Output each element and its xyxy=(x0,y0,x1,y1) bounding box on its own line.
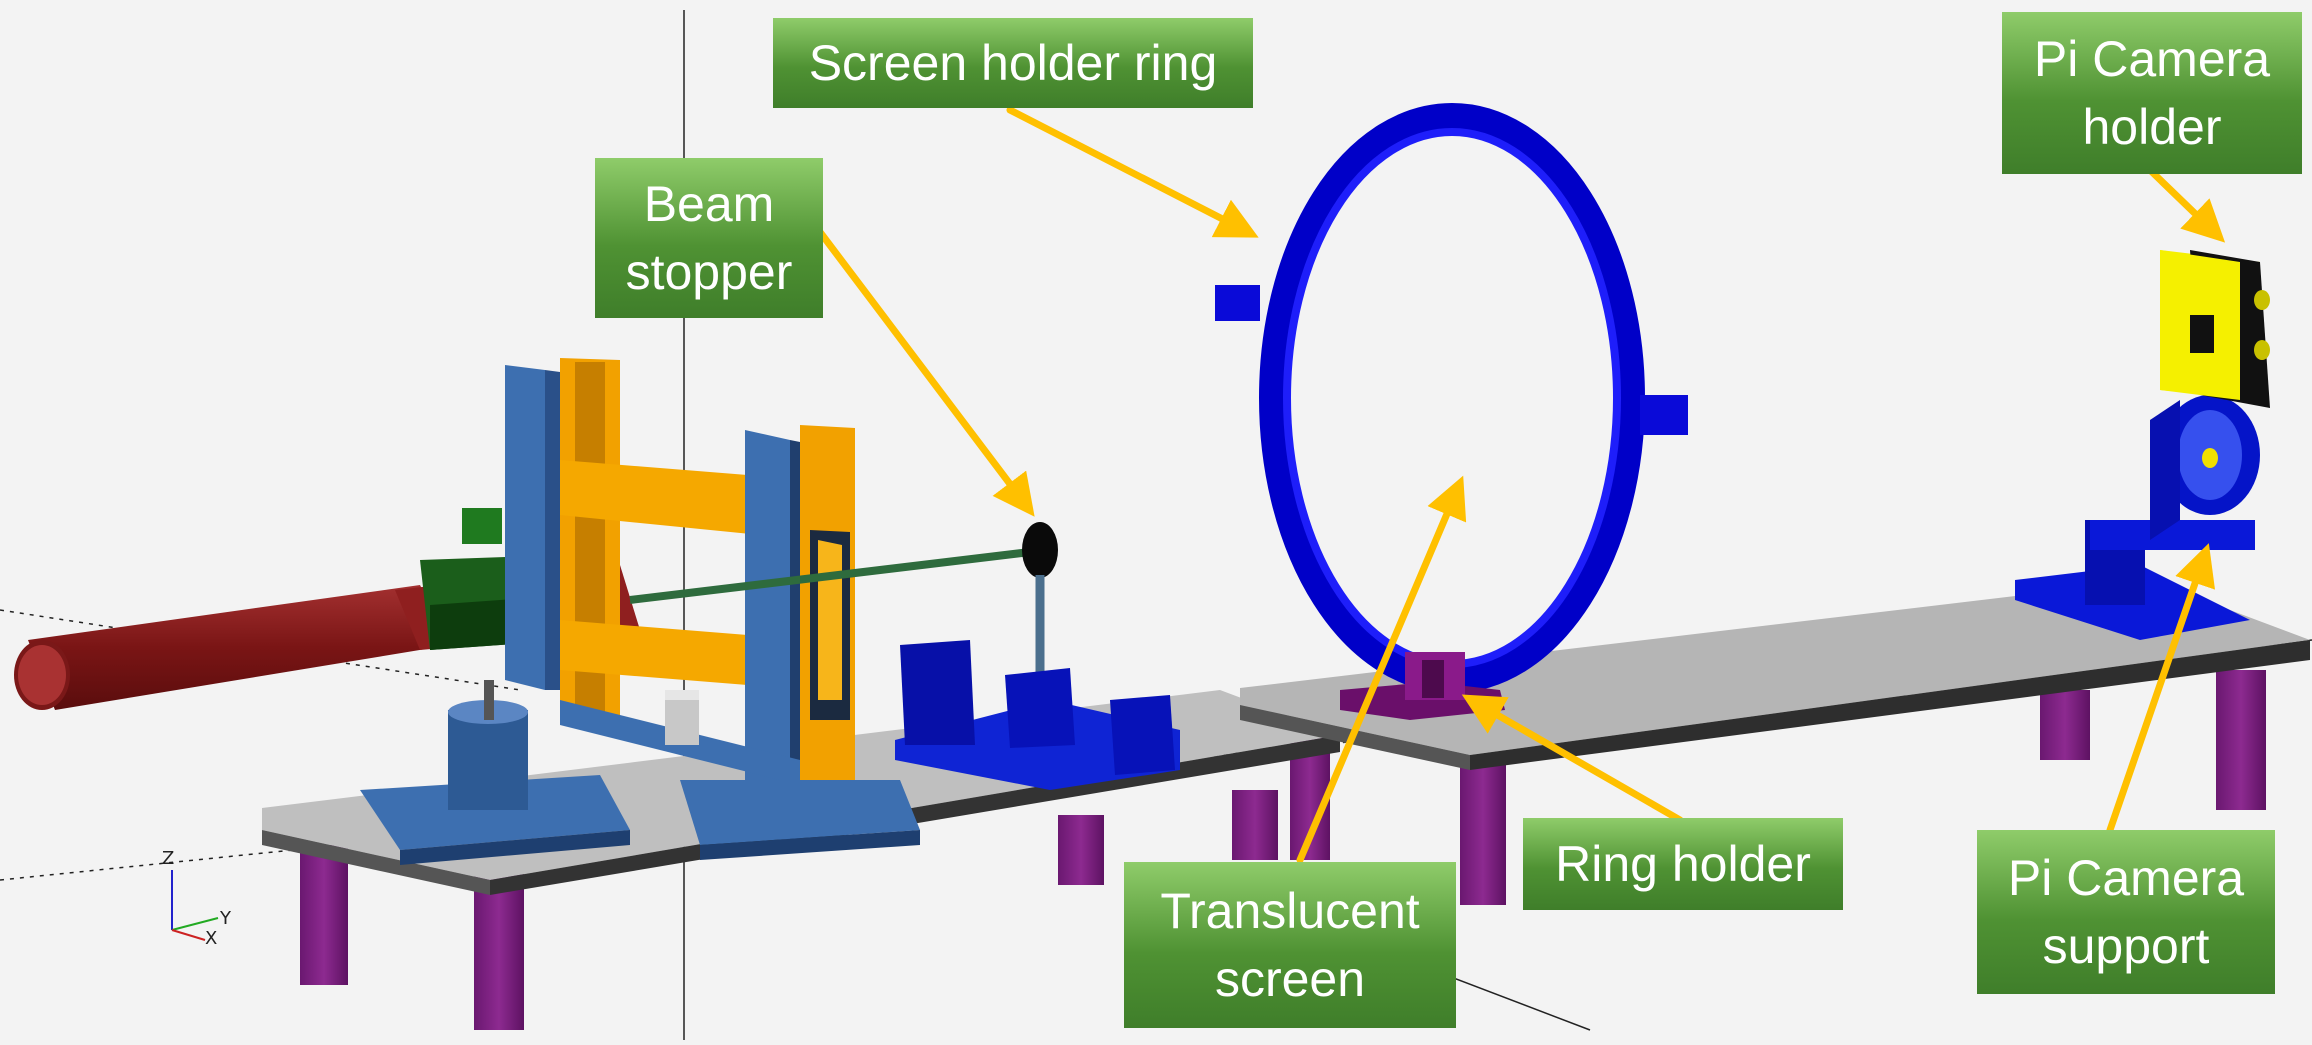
arrow-pi-camera-support xyxy=(2106,543,2216,834)
pi-camera-assembly xyxy=(2015,250,2270,640)
callout-pi-camera-support-text: Pi Camera support xyxy=(2007,850,2245,974)
callout-beam-stopper: Beam stopper xyxy=(595,158,823,318)
beam-stopper-assembly xyxy=(629,522,1180,790)
callout-screen-holder-ring-text: Screen holder ring xyxy=(808,35,1218,91)
arrow-translucent-screen xyxy=(1296,475,1467,864)
beam-frame xyxy=(505,358,920,860)
callout-translucent-screen: Translucent screen xyxy=(1124,862,1456,1028)
callout-beam-stopper-text: Beam stopper xyxy=(625,176,793,300)
axis-label-y: Y xyxy=(220,908,231,929)
arrow-ring-holder xyxy=(1461,694,1684,824)
axis-label-x: X xyxy=(205,928,218,949)
axis-indicator xyxy=(171,870,219,941)
callout-translucent-screen-text: Translucent screen xyxy=(1160,883,1420,1007)
callout-pi-camera-holder: Pi Camera holder xyxy=(2002,12,2302,174)
callout-arrows xyxy=(816,106,2226,864)
ring-holder xyxy=(1340,652,1505,720)
arrow-pi-camera-holder xyxy=(2146,166,2226,243)
callout-pi-camera-holder-text: Pi Camera holder xyxy=(2033,31,2271,155)
callout-ring-holder: Ring holder xyxy=(1523,818,1843,910)
axis-label-z: Z xyxy=(162,848,175,869)
callout-pi-camera-support: Pi Camera support xyxy=(1977,830,2275,994)
arrow-beam-stopper xyxy=(816,228,1035,517)
screen-holder-ring xyxy=(1215,103,1688,693)
arrow-screen-holder-ring xyxy=(1006,106,1259,238)
callout-screen-holder-ring: Screen holder ring xyxy=(773,18,1253,108)
callout-ring-holder-text: Ring holder xyxy=(1555,836,1811,892)
